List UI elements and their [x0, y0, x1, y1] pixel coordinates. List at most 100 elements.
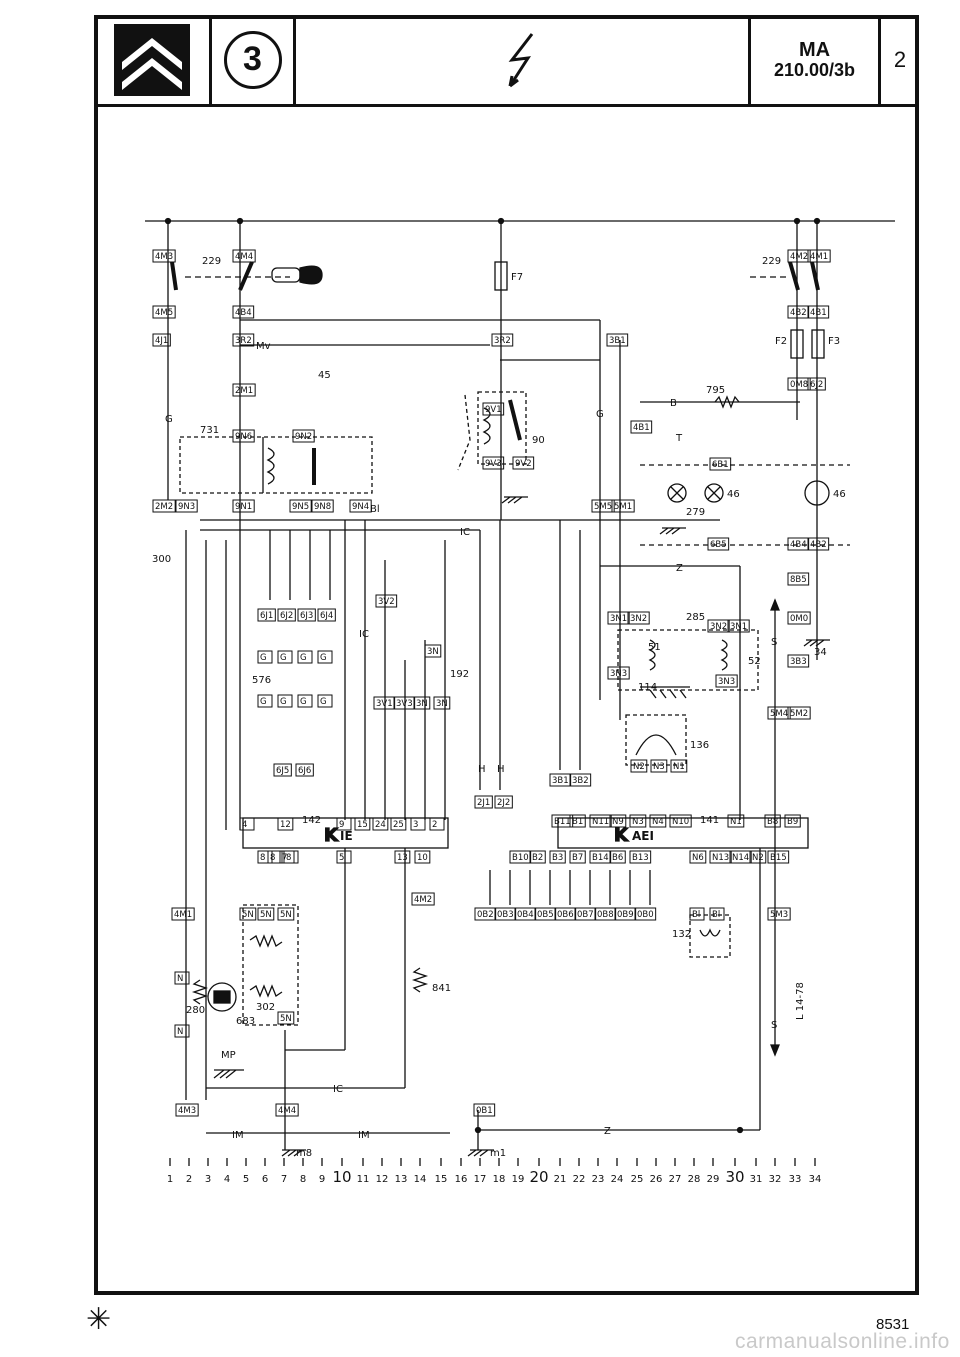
svg-text:N11: N11 — [592, 817, 609, 827]
svg-text:G: G — [320, 653, 327, 663]
grid-number: 15 — [435, 1174, 448, 1185]
svg-text:5N: 5N — [260, 910, 272, 920]
svg-text:3B3: 3B3 — [790, 657, 807, 667]
connector-k126: G — [297, 650, 313, 664]
svg-text:4B4: 4B4 — [235, 308, 252, 318]
svg-text:G: G — [300, 697, 307, 707]
svg-text:3B1: 3B1 — [552, 776, 569, 786]
svg-text:N10: N10 — [672, 817, 689, 827]
svg-text:3N1: 3N1 — [610, 614, 627, 624]
connector-k63: 2J2 — [494, 795, 513, 809]
connector-k21: 9N5 — [289, 499, 312, 513]
svg-text:6B1: 6B1 — [712, 460, 729, 470]
connector-k7: 4B4 — [232, 305, 255, 319]
svg-text:9N6: 9N6 — [235, 432, 252, 442]
comp-136: 136 — [690, 740, 709, 751]
comp-229-right: 229 — [762, 256, 781, 267]
svg-text:N3: N3 — [653, 762, 665, 772]
ref-line-1: MA — [798, 38, 831, 61]
svg-text:3B1: 3B1 — [609, 336, 626, 346]
connector-k89: 0B5 — [534, 907, 557, 921]
connector-k53: 3N3 — [607, 666, 630, 680]
connector-k127: G — [317, 650, 333, 664]
connector-k22: 9N8 — [311, 499, 334, 513]
connector-k111: 4 — [239, 817, 255, 831]
svg-text:0B5: 0B5 — [537, 910, 554, 920]
svg-text:G: G — [280, 653, 287, 663]
wire-ic-3: IC — [359, 629, 369, 640]
svg-text:6J2: 6J2 — [280, 611, 293, 621]
connector-k78: B14 — [589, 850, 612, 864]
grid-number: 27 — [669, 1174, 682, 1185]
connector-k1: 4M3 — [152, 249, 176, 263]
svg-text:4M2: 4M2 — [790, 252, 808, 262]
connector-k27: 4B1 — [630, 420, 653, 434]
connector-k26: 9V2 — [512, 456, 535, 470]
svg-text:Bl: Bl — [712, 910, 720, 920]
comp-f7: F7 — [511, 272, 523, 283]
wire-ic-1: IC — [460, 527, 470, 538]
connector-k45: 3V1 — [373, 696, 396, 710]
connector-k101: 5N — [277, 907, 295, 921]
svg-text:N2: N2 — [633, 762, 645, 772]
grid-number: 30 — [725, 1168, 744, 1186]
grid-number: 23 — [592, 1174, 605, 1185]
svg-text:N: N — [177, 974, 183, 984]
connector-k117: 3 — [410, 817, 426, 831]
svg-text:6J6: 6J6 — [298, 766, 311, 776]
connector-k57: N2 — [630, 759, 648, 773]
connector-k90: 0B6 — [554, 907, 577, 921]
svg-text:4M5: 4M5 — [155, 308, 173, 318]
svg-text:5M4: 5M4 — [770, 709, 788, 719]
asterisk-mark: ✳ — [86, 1302, 112, 1337]
connector-k6: 4J1 — [152, 333, 171, 347]
connector-k115: 24 — [372, 817, 389, 831]
section-number: 3 — [223, 30, 282, 89]
svg-text:4M4: 4M4 — [278, 1106, 296, 1116]
connector-k68: N3 — [629, 814, 647, 828]
comp-683: 683 — [236, 1016, 255, 1027]
wire-h-1: H — [478, 764, 486, 775]
svg-text:G: G — [320, 697, 327, 707]
svg-text:0B8: 0B8 — [597, 910, 614, 920]
connector-k60: 3B1 — [549, 773, 572, 787]
svg-text:5M5: 5M5 — [594, 502, 612, 512]
svg-text:4M2: 4M2 — [414, 895, 432, 905]
svg-text:4M1: 4M1 — [174, 910, 192, 920]
grid-number: 1 — [167, 1174, 173, 1185]
connector-k54: 3N3 — [715, 674, 738, 688]
grid-number: 13 — [395, 1174, 408, 1185]
svg-text:0B2: 0B2 — [477, 910, 494, 920]
grid-number: 14 — [414, 1174, 427, 1185]
comp-229-left: 229 — [202, 256, 221, 267]
wire-g-1: G — [165, 414, 173, 425]
comp-280: 280 — [186, 1005, 205, 1016]
connector-k34: 8B5 — [787, 572, 810, 586]
svg-text:9: 9 — [339, 820, 344, 830]
svg-text:10: 10 — [417, 853, 428, 863]
connector-k59: N1 — [670, 759, 688, 773]
grid-number: 22 — [573, 1174, 586, 1185]
svg-text:N4: N4 — [652, 817, 664, 827]
svg-text:4B2: 4B2 — [790, 308, 807, 318]
svg-text:0B0: 0B0 — [637, 910, 654, 920]
grid-number: 34 — [809, 1174, 822, 1185]
connector-k38: 5M2 — [787, 706, 811, 720]
connector-k32: 4B4 — [787, 537, 810, 551]
grid-number: 7 — [281, 1174, 287, 1185]
svg-text:G: G — [260, 653, 267, 663]
comp-34: 34 — [814, 647, 827, 658]
comp-841: 841 — [432, 983, 451, 994]
comp-f2: F2 — [775, 336, 787, 347]
page-number: 2 — [893, 46, 907, 72]
connector-k116: 25 — [390, 817, 407, 831]
connector-k99: 5N — [239, 907, 257, 921]
connector-k100: 5N — [257, 907, 275, 921]
connector-k128: G — [257, 694, 273, 708]
watermark: carmanualsonline.info — [735, 1330, 950, 1353]
connector-k124: G — [257, 650, 273, 664]
svg-text:B7: B7 — [572, 853, 583, 863]
svg-text:4M4: 4M4 — [235, 252, 253, 262]
svg-text:B10: B10 — [512, 853, 529, 863]
